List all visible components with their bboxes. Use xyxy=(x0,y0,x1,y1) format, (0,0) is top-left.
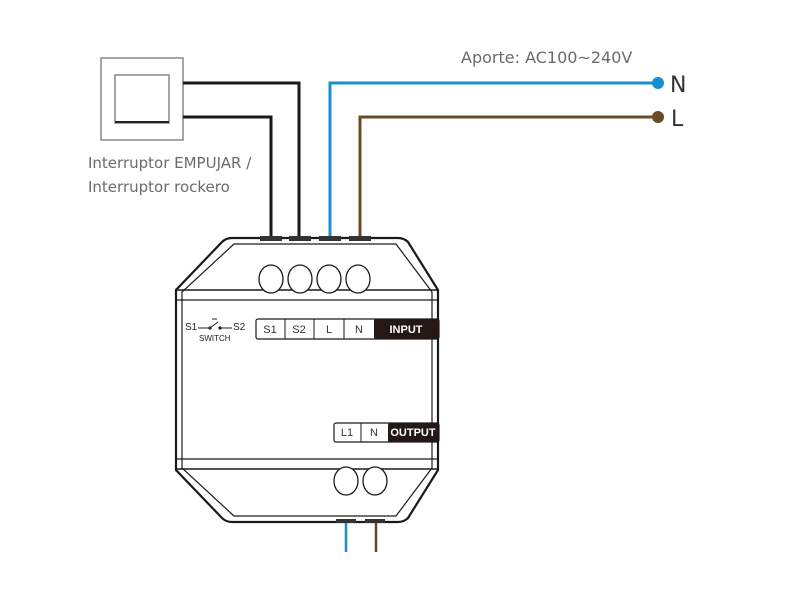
live-label: L xyxy=(671,107,684,132)
screw-hole xyxy=(287,264,313,294)
slot-s1 xyxy=(260,236,282,241)
output-label: OUTPUT xyxy=(390,427,436,439)
switch-label-line1: Interruptor EMPUJAR / xyxy=(88,154,252,172)
supply-label: Aporte: AC100~240V xyxy=(461,48,632,67)
screw-hole xyxy=(316,264,342,294)
output-terminal-l1: L1 xyxy=(341,427,353,439)
output-label-bg xyxy=(388,423,439,442)
switch-symbol-s2: S2 xyxy=(233,322,246,333)
wire-s1 xyxy=(183,115,273,238)
input-terminal-n: N xyxy=(355,324,363,336)
device-outline xyxy=(174,236,440,524)
input-terminal-block: S1 S2 L N INPUT xyxy=(255,318,440,340)
input-label-bg xyxy=(374,319,439,339)
input-terminal-s1: S1 xyxy=(263,324,276,336)
input-terminal-s2: S2 xyxy=(292,324,305,336)
output-terminal-block: L1 N OUTPUT xyxy=(333,422,440,443)
device-inner-outline xyxy=(181,243,433,517)
screw-hole xyxy=(333,466,359,496)
neutral-terminal-dot xyxy=(652,77,664,89)
live-terminal-dot xyxy=(652,111,664,123)
screw-hole xyxy=(345,264,371,294)
slot-l xyxy=(319,236,341,241)
controller-device: S1 S2 SWITCH S1 S2 L N INPUT xyxy=(174,236,440,524)
switch-rocker xyxy=(114,74,170,124)
input-terminal-l: L xyxy=(326,324,332,336)
slot-n xyxy=(349,236,371,241)
wall-switch xyxy=(100,57,184,141)
wire-s2 xyxy=(183,81,301,238)
switch-symbol-s1: S1 xyxy=(185,322,198,333)
slot-out-n xyxy=(365,519,385,523)
wire-neutral xyxy=(328,81,658,238)
switch-symbol-caption: SWITCH xyxy=(199,334,231,343)
slot-out-l1 xyxy=(336,519,356,523)
screw-hole xyxy=(362,466,388,496)
switch-symbol: S1 S2 SWITCH xyxy=(185,318,246,343)
screw-hole xyxy=(258,264,284,294)
wire-live xyxy=(358,115,658,238)
switch-label-line2: Interruptor rockero xyxy=(88,178,230,196)
input-label: INPUT xyxy=(390,324,423,336)
neutral-label: N xyxy=(670,73,686,98)
output-terminal-n: N xyxy=(370,427,378,439)
slot-s2 xyxy=(289,236,311,241)
